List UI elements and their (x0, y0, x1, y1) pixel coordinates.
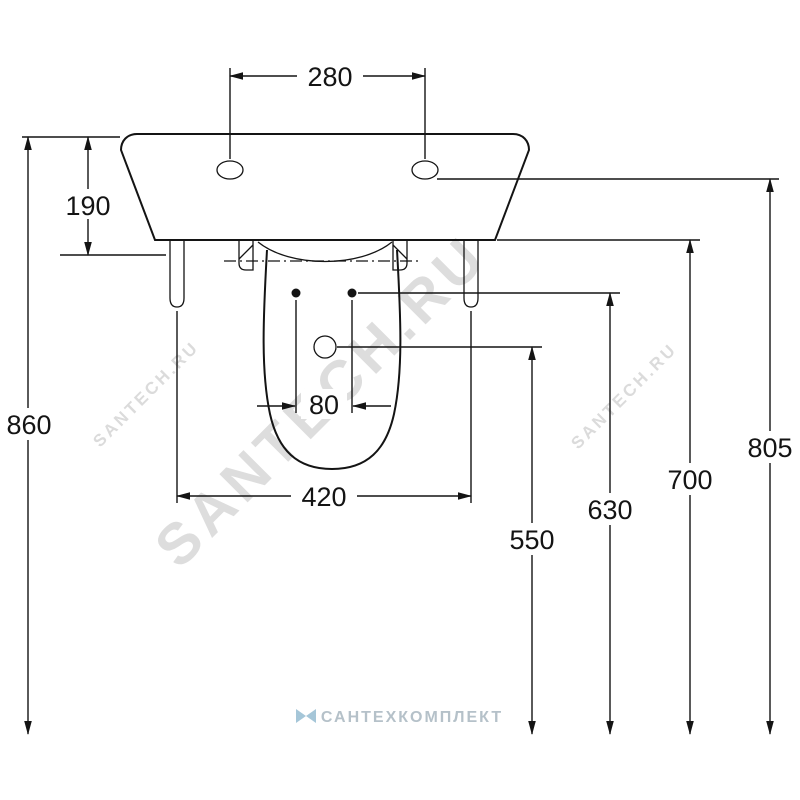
bracket-right (463, 240, 479, 308)
watermark-left: SANTECH.RU (89, 337, 202, 450)
fixing-clip-left-detail (238, 244, 254, 260)
fixing-bolt-right (347, 288, 357, 298)
wall-brackets (169, 240, 479, 308)
tap-hole-right (411, 160, 439, 180)
dimension-550: 550 (337, 346, 561, 735)
footer-brand-text: САНТЕХКОМПЛЕКТ (321, 709, 503, 726)
tap-hole-left (216, 160, 244, 180)
bracket-left (169, 240, 185, 308)
brand-logo-icon (306, 709, 316, 723)
basin-underside-curve (257, 241, 393, 263)
dim-label-420: 420 (301, 482, 346, 512)
dim-label-280: 280 (307, 62, 352, 92)
dim-label-860: 860 (6, 410, 51, 440)
dim-label-80: 80 (309, 390, 339, 420)
basin-body (119, 133, 531, 271)
dimension-630: 630 (358, 292, 639, 735)
dimension-805: 805 (437, 178, 799, 735)
dimension-190: 190 (22, 136, 166, 256)
dimension-700: 700 (497, 239, 719, 735)
dimension-80: 80 (257, 300, 391, 420)
dim-label-630: 630 (587, 495, 632, 525)
dimension-860: 860 (2, 136, 56, 735)
fixing-clip-left (238, 240, 254, 271)
fixing-bolt-left (291, 288, 301, 298)
fixing-clip-right (392, 240, 408, 271)
semi-pedestal (262, 249, 402, 471)
basin-outline (119, 133, 531, 241)
brand-logo-icon (296, 709, 306, 723)
dim-label-805: 805 (747, 433, 792, 463)
dim-label-700: 700 (667, 465, 712, 495)
watermark-right: SANTECH.RU (567, 339, 680, 452)
dim-label-550: 550 (509, 525, 554, 555)
dimension-420: 420 (176, 311, 472, 512)
dimension-280: 280 (229, 61, 426, 159)
pedestal-outline (262, 249, 402, 471)
dim-label-190: 190 (65, 191, 110, 221)
footer-watermark: САНТЕХКОМПЛЕКТ (296, 709, 503, 726)
drain-hole (313, 335, 337, 359)
fixing-clip-right-detail (392, 244, 408, 260)
